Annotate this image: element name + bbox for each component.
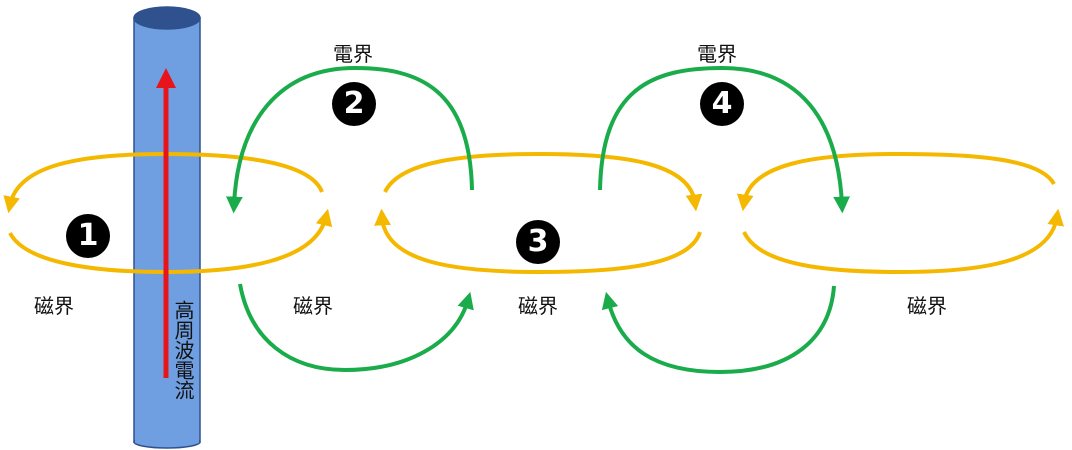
electric-field-label-1: 電界 [333, 42, 373, 66]
magnetic-field-label-4: 磁界 [907, 294, 947, 318]
magnetic-field-label-3: 磁界 [518, 294, 558, 318]
electric-field-arcs [226, 65, 850, 375]
electric-arc-top-left [226, 65, 474, 214]
electric-arc-bottom-right [601, 285, 836, 375]
magnetic-field-label-1: 磁界 [34, 294, 74, 318]
magnetic-loop-2 [374, 151, 703, 275]
electric-arc-top-right [598, 65, 850, 214]
current-label: 高周波電流 [171, 300, 195, 400]
marker-3: 3 [516, 220, 560, 264]
electric-arc-bottom-left [238, 283, 474, 373]
magnetic-field-label-2: 磁界 [293, 294, 333, 318]
marker-4: 4 [700, 82, 744, 126]
electric-field-label-2: 電界 [697, 42, 737, 66]
magnetic-loop-3 [736, 151, 1064, 275]
marker-2: 2 [332, 82, 376, 126]
marker-1: 1 [66, 214, 110, 258]
